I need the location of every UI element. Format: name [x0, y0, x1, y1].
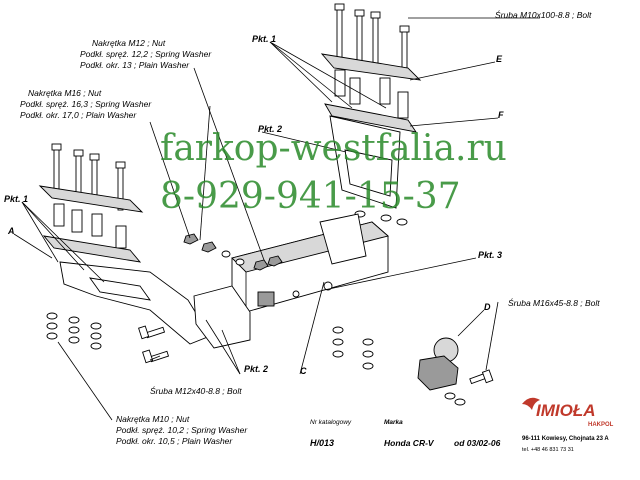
label-bolt-m10: Śruba M10x100-8.8 ; Bolt	[495, 9, 592, 20]
plate-left-lower	[42, 235, 142, 263]
leader-lines	[13, 17, 540, 421]
bolt-group-top	[334, 3, 410, 77]
label-nut-m10: Nakrętka M10 ; Nut	[116, 414, 190, 424]
label-part-e: E	[496, 54, 503, 64]
label-part-c: C	[300, 366, 307, 376]
company-phone: tel. +48 46 831 73 31	[522, 447, 574, 453]
company-block: IMIOŁA HAKPOL 96-111 Kowiesy, Chojnata 2…	[522, 397, 614, 453]
watermark-site: farkop-westfalia.ru	[160, 128, 507, 169]
label-plain-washer-13: Podkł. okr. 13 ; Plain Washer	[80, 60, 190, 70]
bolts-m12	[138, 325, 170, 364]
label-bolt-m12: Śruba M12x40-8.8 ; Bolt	[150, 385, 242, 396]
bracket-e-assembly	[320, 3, 422, 226]
washer-stack-center	[332, 326, 374, 370]
tow-ball-d	[417, 337, 494, 406]
label-spring-washer-16: Podkł. spręż. 16,3 ; Spring Washer	[20, 99, 152, 109]
plate-left-upper	[38, 185, 144, 213]
watermark-phone: 8-929-941-15-37	[160, 176, 461, 217]
bracket-a-assembly	[38, 143, 211, 345]
label-plain-washer-17: Podkł. okr. 17,0 ; Plain Washer	[20, 110, 137, 120]
company-logo-sub: HAKPOL	[588, 422, 614, 428]
plate-f	[324, 103, 417, 133]
label-nut-m16: Nakrętka M16 ; Nut	[28, 88, 102, 98]
plate-e	[320, 53, 422, 81]
company-address: 96-111 Kowiesy, Chojnata 23 A	[522, 436, 609, 442]
model-date: od 03/02-06	[454, 438, 501, 448]
catalog-number: H/013	[310, 438, 334, 448]
label-plain-washer-10: Podkł. okr. 10,5 ; Plain Washer	[116, 436, 233, 446]
washer-stack-left	[46, 312, 102, 350]
company-logo-icon: IMIOŁA HAKPOL	[522, 397, 614, 428]
title-block: Nr katalogowy Marka H/013 Honda CR-V od …	[310, 419, 501, 448]
brand-header: Marka	[384, 419, 403, 426]
label-bolt-m16: Śruba M16x45-8.8 ; Bolt	[508, 297, 600, 308]
label-part-f: F	[498, 110, 504, 120]
label-part-d: D	[484, 302, 491, 312]
label-spring-washer-10: Podkł. spręż. 10,2 ; Spring Washer	[116, 425, 248, 435]
label-spring-washer-12: Podkł. spręż. 12,2 ; Spring Washer	[80, 49, 212, 59]
label-pkt2-top: Pkt. 2	[258, 124, 282, 134]
catalog-header: Nr katalogowy	[310, 419, 352, 426]
bracket-a	[59, 261, 211, 345]
company-logo: IMIOŁA	[536, 401, 596, 420]
label-nut-m12: Nakrętka M12 ; Nut	[92, 38, 166, 48]
label-part-a: A	[7, 226, 15, 236]
crossbar-c	[183, 213, 389, 349]
label-pkt2-bottom: Pkt. 2	[244, 364, 268, 374]
label-pkt3: Pkt. 3	[478, 250, 502, 260]
label-pkt1-left: Pkt. 1	[4, 194, 28, 204]
vehicle-model: Honda CR-V	[384, 438, 435, 448]
label-pkt1-top: Pkt. 1	[252, 34, 276, 44]
